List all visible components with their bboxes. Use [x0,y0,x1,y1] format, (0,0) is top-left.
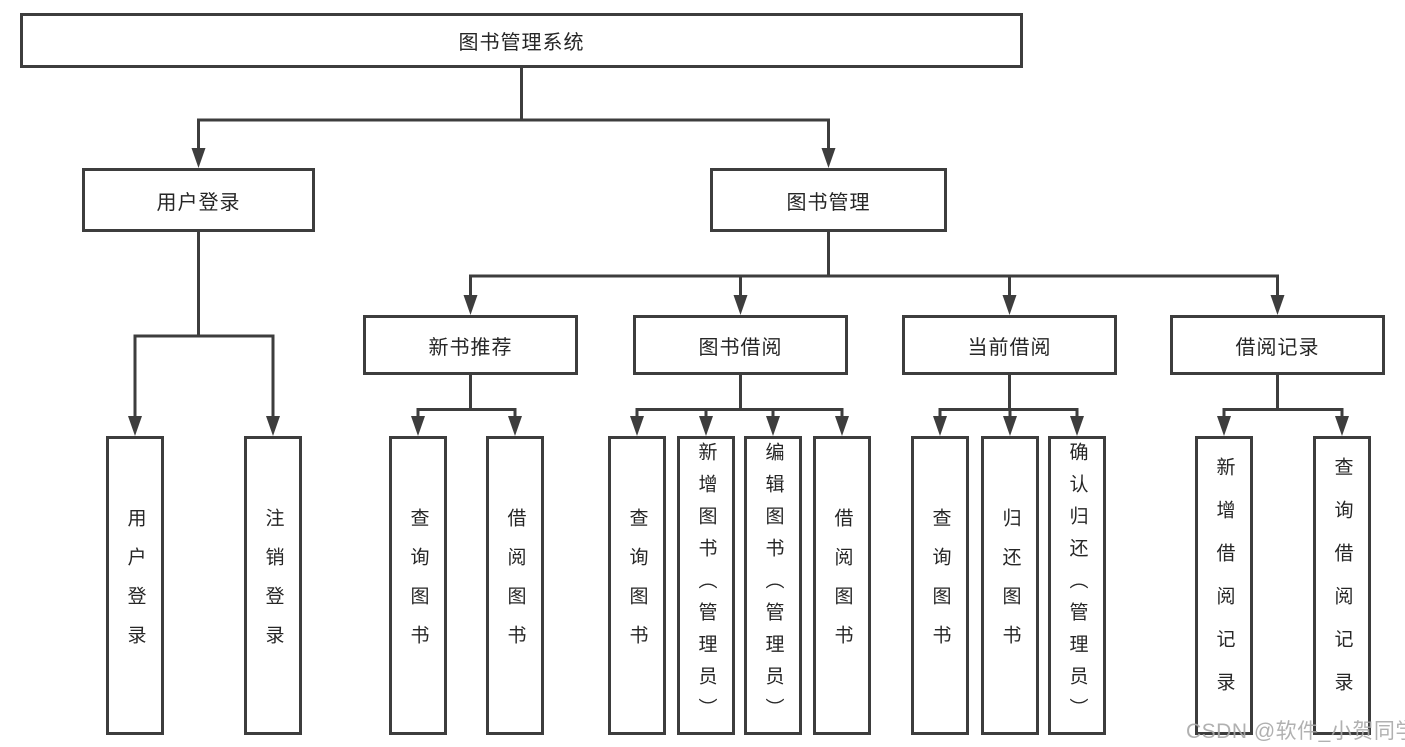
connector-current-to-leaves [938,375,1079,418]
arrowhead [933,416,947,436]
node-user-login: 用户登录 [82,168,315,232]
node-new-book-recommend: 新书推荐 [363,315,578,375]
connector-userlogin-to-leaves [133,232,275,418]
node-leaf-add-borrow-record: 新增借阅记录 [1195,436,1253,735]
node-leaf-confirm-return-admin: 确认归还（管理员） [1048,436,1106,735]
connector-records-to-leaves [1222,375,1344,418]
node-root: 图书管理系统 [20,13,1023,68]
arrowhead [1270,295,1285,315]
node-leaf-query-books-1: 查询图书 [389,436,447,735]
arrowhead [1335,416,1349,436]
node-book-borrow: 图书借阅 [633,315,848,375]
arrowhead [766,416,780,436]
arrowhead [733,295,748,315]
connector-bookmgmt-to-level3 [469,232,1279,297]
arrowhead [508,416,522,436]
node-leaf-user-login: 用户登录 [106,436,164,735]
node-leaf-logout: 注销登录 [244,436,302,735]
node-leaf-edit-book-admin: 编辑图书（管理员） [744,436,802,735]
arrowhead [266,416,280,436]
arrowhead [128,416,142,436]
connector-root-to-level2 [197,68,830,150]
node-current-borrow: 当前借阅 [902,315,1117,375]
arrowhead [411,416,425,436]
node-leaf-query-books-3: 查询图书 [911,436,969,735]
node-leaf-query-books-2: 查询图书 [608,436,666,735]
node-leaf-return-book: 归还图书 [981,436,1039,735]
arrowhead [1070,416,1084,436]
watermark: CSDN @软件_小贺同学 [1186,720,1405,743]
node-borrow-records: 借阅记录 [1170,315,1385,375]
node-leaf-borrow-books-1: 借阅图书 [486,436,544,735]
arrowhead [630,416,644,436]
arrowhead [699,416,713,436]
arrowhead [191,148,206,168]
node-book-management: 图书管理 [710,168,947,232]
arrowhead [1002,295,1017,315]
arrowhead [1003,416,1017,436]
arrowhead [1217,416,1231,436]
arrowhead [463,295,478,315]
node-leaf-add-book-admin: 新增图书（管理员） [677,436,735,735]
node-leaf-borrow-books-2: 借阅图书 [813,436,871,735]
connector-newbook-to-leaves [416,375,517,418]
connector-borrow-to-leaves [635,375,844,418]
arrowhead [835,416,849,436]
arrowhead [821,148,836,168]
node-leaf-query-borrow-record: 查询借阅记录 [1313,436,1371,735]
